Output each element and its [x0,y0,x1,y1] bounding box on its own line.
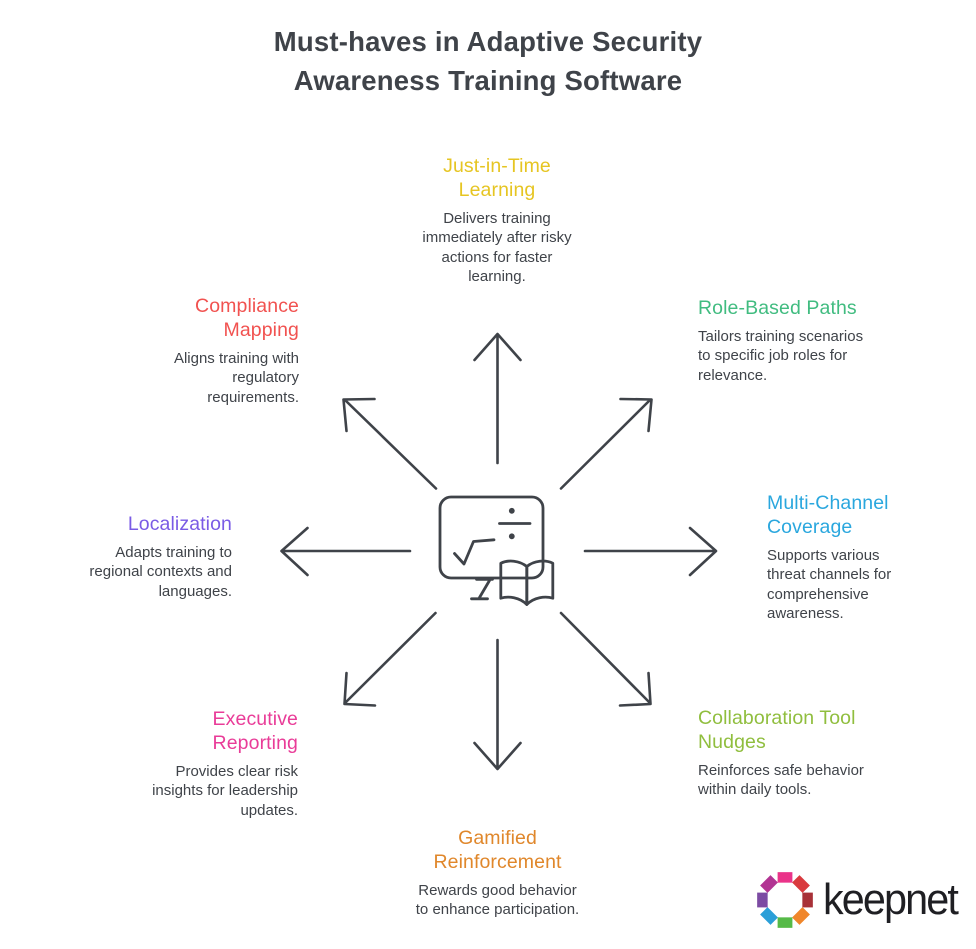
node-description: Reinforces safe behavior within daily to… [698,762,864,799]
arrow-down-right-icon [559,611,652,707]
node-gamified-reinforcement: Gamified Reinforcement Rewards good beha… [415,826,580,920]
node-description: Delivers training immediately after risk… [422,210,572,286]
page-title: Must-haves in Adaptive Security Awarenes… [273,26,703,96]
keepnet-logo-icon [757,872,813,928]
ring-segment-top-left [760,875,778,893]
node-description: Supports various threat channels for com… [767,547,892,623]
node-title: Multi-Channel Coverage [767,492,889,538]
node-collaboration-tool-nudges: Collaboration Tool Nudges Reinforces saf… [698,706,868,800]
node-multi-channel-coverage: Multi-Channel Coverage Supports various … [767,491,917,624]
node-title: Gamified Reinforcement [433,827,562,873]
ring-segment-bottom-left [760,907,778,925]
node-localization: Localization Adapts training to regional… [62,512,232,601]
node-description: Adapts training to regional contexts and… [89,544,232,600]
node-description: Aligns training with regulatory requirem… [173,350,299,406]
keepnet-logo-text: keepnet [823,875,959,924]
radial-arrows [280,332,718,771]
node-compliance-mapping: Compliance Mapping Aligns training with … [149,294,299,407]
ring-segment-bottom-right [792,907,810,925]
node-description: Tailors training scenarios to specific j… [698,328,864,384]
arrow-up-left-icon [342,397,438,490]
open-book-icon [499,559,555,606]
node-just-in-time-learning: Just-in-Time Learning Delivers training … [422,154,572,287]
arrow-up-icon [473,332,522,465]
node-title: Role-Based Paths [698,297,857,319]
node-description: Rewards good behavior to enhance partici… [415,882,580,919]
node-description: Provides clear risk insights for leaders… [152,763,298,819]
ring-segment-top-right [792,875,810,893]
arrow-down-icon [473,638,522,771]
arrow-up-right-icon [559,397,653,490]
arrow-down-left-icon [343,611,437,707]
node-title: Just-in-Time Learning [443,155,551,201]
keepnet-logo: keepnet [752,867,966,933]
node-title: Executive Reporting [212,708,298,754]
center-icon [438,495,555,606]
division-sign-icon [498,507,532,540]
arrow-left-icon [280,526,412,577]
node-title: Collaboration Tool Nudges [698,707,856,753]
monitor-stand-icon [470,577,494,601]
square-root-icon [453,538,496,566]
node-executive-reporting: Executive Reporting Provides clear risk … [128,707,298,820]
arrow-right-icon [583,526,718,577]
node-title: Compliance Mapping [195,295,299,341]
node-title: Localization [127,513,232,535]
node-role-based-paths: Role-Based Paths Tailors training scenar… [698,296,868,385]
